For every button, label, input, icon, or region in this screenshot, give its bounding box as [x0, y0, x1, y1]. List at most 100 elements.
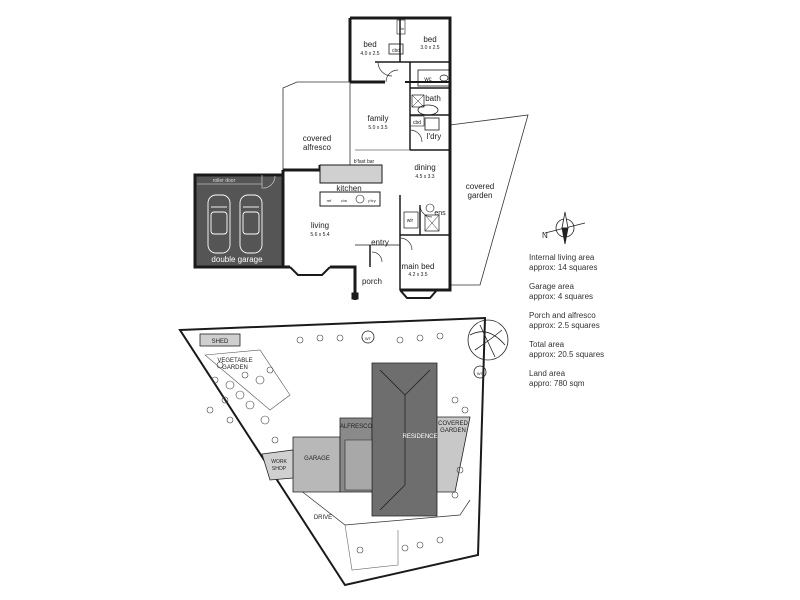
lin-label: lin	[400, 26, 404, 31]
kitchen-bench	[319, 191, 381, 207]
site-shed-label: SHED	[212, 339, 229, 345]
area-label: Internal living area	[529, 253, 595, 262]
dining-size: 4.5 x 3.3	[415, 174, 434, 180]
cbd-label: cbd	[392, 48, 400, 54]
ens-basin	[425, 203, 435, 213]
site-plan-labels: SHED VEGETABLE GARDEN ALFRESCO RESIDENCE…	[212, 336, 484, 521]
main-bed-bay-window	[399, 289, 450, 299]
garage-door-arc	[261, 175, 276, 189]
area-value: approx: 2.5 squares	[529, 321, 600, 330]
entry-label: entry	[371, 238, 389, 247]
bed1-size: 4.0 x 2.5	[360, 51, 379, 57]
pantry-label: p'try	[368, 198, 375, 203]
water-tank-1	[361, 330, 375, 344]
area-label: Porch and alfresco	[529, 311, 596, 320]
site-wt1-label: WT	[365, 336, 372, 341]
family-label: family	[368, 114, 389, 123]
vegetable-garden	[204, 349, 291, 411]
site-garage-label: GARAGE	[304, 456, 330, 462]
area-value: approx: 14 squares	[529, 263, 598, 272]
shrubs	[206, 332, 469, 554]
shower-box	[411, 94, 425, 108]
roof-hip-light	[344, 439, 373, 491]
roof-ridge-2	[404, 369, 431, 396]
dining-label: dining	[414, 163, 435, 172]
area-item: Garage area approx: 4 squares	[529, 282, 779, 302]
bathtub-icon	[417, 104, 439, 116]
site-workshop	[261, 449, 294, 481]
porch-label: porch	[362, 277, 382, 286]
area-label: Total area	[529, 340, 565, 349]
area-value: appro: 780 sqm	[529, 379, 585, 388]
shed	[199, 333, 241, 347]
family-size: 5.0 x 3.5	[368, 125, 387, 131]
cbd-box-top	[388, 43, 404, 55]
area-item: Internal living area approx: 14 squares	[529, 253, 779, 273]
area-label: Garage area	[529, 282, 574, 291]
ref-label: ref	[327, 198, 333, 203]
ensuite-shower	[424, 214, 440, 232]
lin-box	[396, 19, 406, 35]
tree-icon	[467, 319, 509, 361]
toilet-icon	[439, 74, 449, 82]
site-plan: SHED VEGETABLE GARDEN ALFRESCO RESIDENCE…	[178, 316, 509, 587]
area-item: Porch and alfresco approx: 2.5 squares	[529, 311, 779, 331]
living-size: 5.6 x 5.4	[310, 232, 329, 238]
roof-ridge	[379, 369, 406, 511]
compass-north-label: N	[542, 231, 548, 240]
water-tank-2	[473, 365, 487, 379]
site-wt2-label: WT	[477, 371, 484, 376]
site-covered-garden-label-2: GARDEN	[440, 428, 466, 434]
floor-plan-labels: bed 4.0 x 2.5 bed 3.0 x 2.5 lin cbd wc b…	[211, 26, 494, 286]
roller-door-label: roller door	[213, 178, 236, 184]
area-value: approx: 20.5 squares	[529, 350, 605, 359]
porch-post	[351, 292, 359, 300]
area-item: Land area appro: 780 sqm	[529, 369, 779, 389]
covered-garden-label-2: garden	[468, 191, 493, 200]
covered-alfresco-area	[282, 81, 351, 171]
floor-plan	[193, 16, 529, 300]
cbd-box-laundry	[409, 115, 425, 127]
area-summary: Internal living area approx: 14 squares …	[529, 253, 779, 398]
interior-walls	[355, 18, 450, 290]
site-veg-garden-label-2: GARDEN	[222, 365, 248, 371]
covered-garden-label-1: covered	[466, 182, 494, 191]
bed2-label: bed	[423, 35, 436, 44]
kitchen-label: kitchen	[336, 184, 361, 193]
bed2-size: 3.0 x 2.5	[420, 45, 439, 51]
site-residence-label: RESIDENCE	[402, 434, 437, 440]
wc-label: wc	[423, 77, 431, 83]
living-label: living	[311, 221, 329, 230]
main-bed-label: main bed	[402, 262, 435, 271]
covered-alfresco-label-2: alfresco	[303, 143, 332, 152]
bed1-label: bed	[363, 40, 376, 49]
door-swings	[371, 61, 433, 263]
compass-rose: N	[542, 211, 586, 245]
main-bed-size: 4.2 x 3.5	[408, 272, 427, 278]
drive-path	[299, 489, 471, 526]
wir-box	[403, 211, 419, 229]
site-drive-label: DRIVE	[314, 515, 332, 521]
site-garage	[292, 436, 341, 493]
laundry-trough	[424, 117, 440, 131]
cw-label: c/w	[341, 198, 347, 203]
ens-label: ens	[434, 210, 446, 217]
living-bay-window	[289, 266, 331, 276]
car-left	[207, 194, 231, 254]
brkfast-bar-label: b'fast bar	[354, 159, 375, 165]
area-value: approx: 4 squares	[529, 292, 594, 301]
site-covered-garden-label-1: COVERED	[438, 421, 468, 427]
site-workshop-label-1: WORK	[271, 459, 287, 465]
covered-alfresco-label-1: covered	[303, 134, 331, 143]
sink-icon	[355, 194, 365, 204]
site-workshop-label-2: SHOP	[272, 466, 287, 472]
wir-label: wir	[407, 218, 414, 224]
site-alfresco-label: ALFRESCO	[340, 424, 373, 430]
wc-room	[417, 69, 451, 87]
area-item: Total area approx: 20.5 squares	[529, 340, 779, 360]
cbd2-label: cbd	[413, 120, 421, 126]
drive-inner	[344, 524, 399, 571]
double-garage-label: double garage	[211, 255, 263, 264]
laundry-label: l'dry	[427, 132, 441, 141]
